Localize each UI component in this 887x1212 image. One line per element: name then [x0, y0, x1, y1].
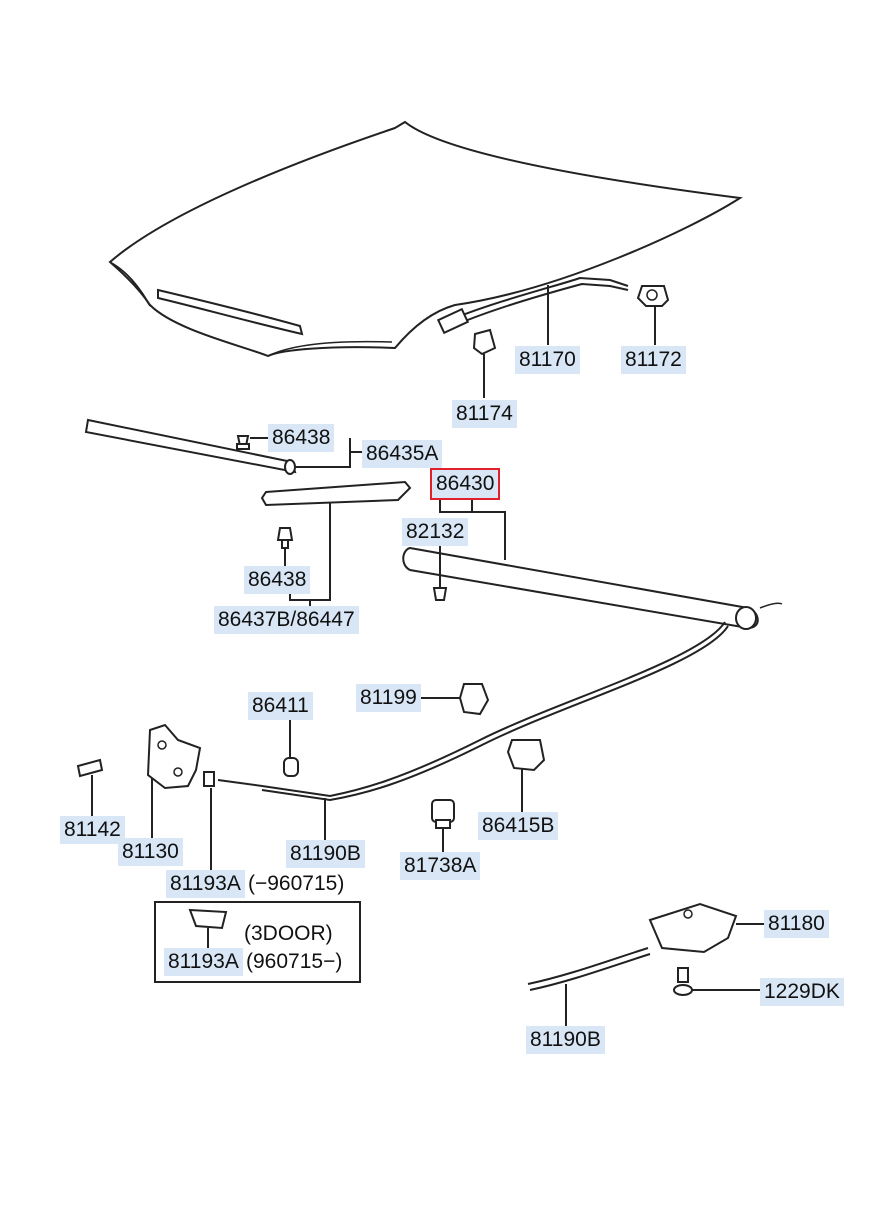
strip-86437B-86447	[260, 480, 412, 507]
cable-81193A-link	[217, 779, 263, 787]
part-label-86437B-86447[interactable]: 86437B/86447	[214, 606, 359, 634]
part-label-86411[interactable]: 86411	[248, 692, 313, 720]
weatherstrip-86435A	[84, 418, 297, 475]
part-note-81193A-a: (−960715)	[248, 872, 345, 895]
leader-86435A-bracket	[296, 438, 351, 468]
hood-panel	[108, 120, 743, 358]
clip-81193A-3door	[188, 908, 228, 930]
part-label-86430[interactable]: 86430	[429, 468, 501, 500]
part-label-81190B-right[interactable]: 81190B	[526, 1026, 605, 1054]
part-label-81172[interactable]: 81172	[621, 346, 686, 374]
clip-81199	[458, 683, 490, 716]
bumper-86415B	[506, 739, 546, 772]
cable-81190B-run2	[261, 625, 729, 802]
clip-86438-top	[236, 435, 250, 450]
variant-box-3door	[154, 901, 361, 983]
part-note-81193A-b: (960715−)	[246, 950, 343, 973]
part-label-1229DK[interactable]: 1229DK	[760, 978, 844, 1006]
part-label-81142[interactable]: 81142	[60, 816, 125, 844]
bolt-81142	[76, 758, 104, 778]
part-label-81190B-left[interactable]: 81190B	[286, 840, 365, 868]
part-label-86435A[interactable]: 86435A	[362, 440, 443, 468]
clip-86438-mid	[276, 527, 294, 549]
clip-82132	[432, 587, 448, 601]
cable-81190B-right	[527, 947, 649, 985]
latch-81130	[146, 723, 202, 790]
bumper-81738A	[431, 799, 455, 829]
part-label-81170[interactable]: 81170	[515, 346, 580, 374]
part-label-81193A-a[interactable]: 81193A	[166, 870, 245, 898]
part-label-81174[interactable]: 81174	[452, 400, 517, 428]
cable-end	[759, 602, 783, 609]
seal-86430	[402, 546, 759, 630]
bumper-86411	[283, 757, 299, 777]
part-label-81738A[interactable]: 81738A	[400, 852, 481, 880]
variant-label-3door: (3DOOR)	[244, 922, 333, 945]
part-label-86415B[interactable]: 86415B	[478, 812, 559, 840]
clip-81174	[472, 328, 497, 356]
part-label-81199[interactable]: 81199	[356, 684, 421, 712]
hood-release-cable-81170	[436, 276, 629, 335]
cable-81190B-run	[261, 621, 726, 798]
part-label-86438-mid[interactable]: 86438	[244, 566, 311, 594]
cable-81190B-right2	[529, 953, 651, 991]
release-lever-81180	[648, 902, 738, 954]
part-label-81130[interactable]: 81130	[118, 838, 183, 866]
clip-81172	[636, 285, 670, 307]
part-label-82132[interactable]: 82132	[402, 518, 469, 546]
clip-81193A	[203, 771, 215, 787]
part-label-81180[interactable]: 81180	[764, 910, 829, 938]
bolt-1229DK	[673, 967, 693, 996]
part-label-81193A-b[interactable]: 81193A	[164, 948, 243, 976]
part-label-86438-top[interactable]: 86438	[268, 424, 335, 452]
